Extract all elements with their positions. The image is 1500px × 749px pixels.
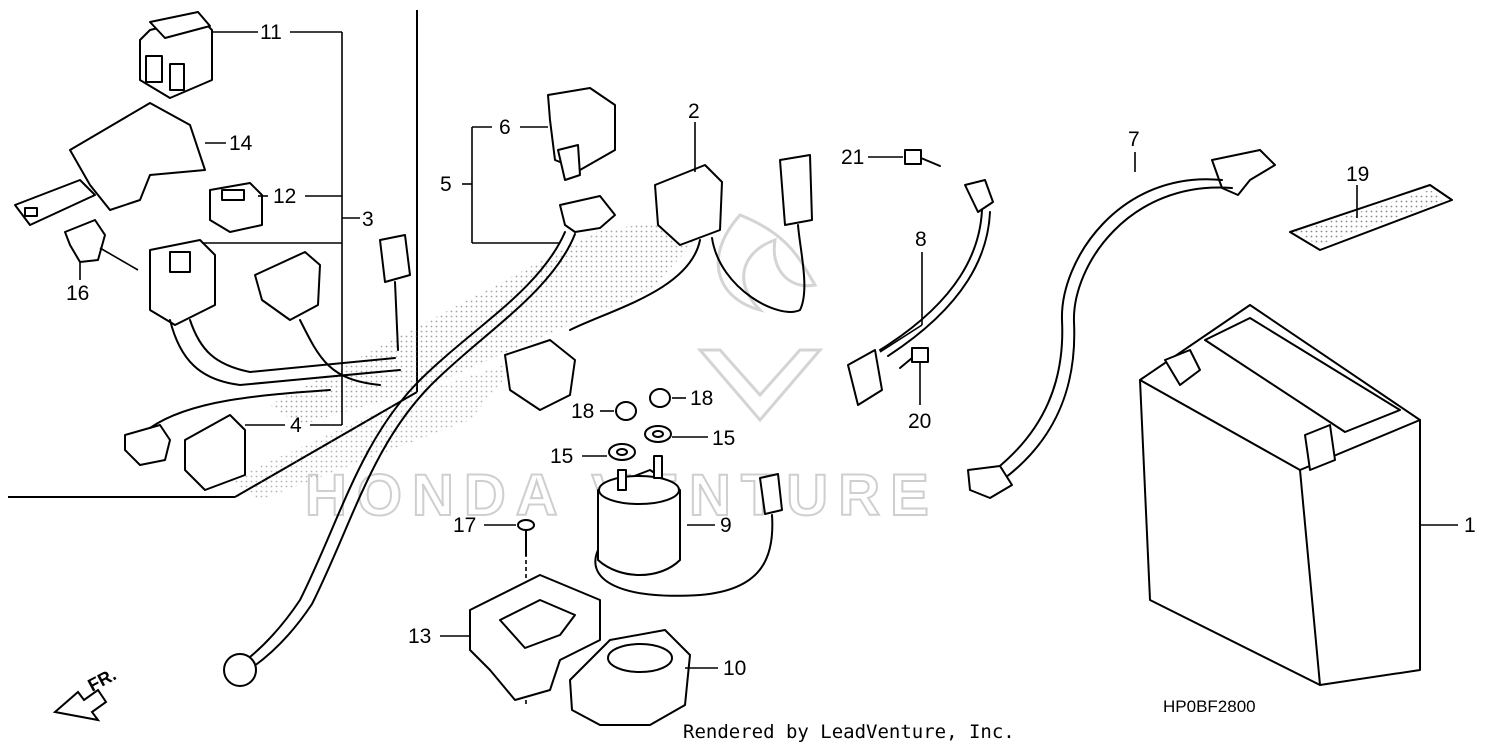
callout-13: 13 bbox=[408, 625, 431, 648]
callout-11: 11 bbox=[260, 21, 282, 44]
part-1-battery bbox=[1139, 304, 1421, 686]
callout-6: 6 bbox=[499, 116, 511, 139]
part-6-cover bbox=[547, 87, 616, 181]
front-label: FR. bbox=[84, 664, 119, 695]
callout-1: 1 bbox=[1464, 514, 1476, 537]
callout-12: 12 bbox=[273, 185, 296, 208]
watermark-logo bbox=[696, 213, 824, 423]
part-4-boot bbox=[184, 414, 246, 491]
callout-19: 19 bbox=[1346, 163, 1369, 186]
part-5-cable bbox=[223, 195, 616, 687]
callout-7: 7 bbox=[1128, 128, 1140, 151]
part-12-fuse bbox=[209, 182, 263, 233]
part-13-holder bbox=[469, 574, 601, 701]
callout-10: 10 bbox=[723, 657, 746, 680]
part-19-band bbox=[1289, 184, 1453, 251]
part-14-bracket bbox=[14, 102, 206, 226]
part-11-relay bbox=[139, 11, 213, 99]
part-20-bolt bbox=[899, 347, 929, 369]
front-direction-indicator: FR. bbox=[52, 664, 119, 722]
callouts: 1 2 3 4 5 6 7 8 9 10 11 12 13 14 15 15 1… bbox=[66, 21, 1476, 680]
callout-17: 17 bbox=[453, 514, 476, 537]
part-2-cable bbox=[504, 154, 813, 411]
callout-15-left: 15 bbox=[550, 445, 573, 468]
part-18-nuts bbox=[615, 388, 671, 421]
callout-15-right: 15 bbox=[712, 427, 735, 450]
callout-18-right: 18 bbox=[690, 387, 713, 410]
subharness bbox=[124, 234, 411, 466]
callout-5: 5 bbox=[440, 173, 452, 196]
callout-2: 2 bbox=[688, 100, 700, 123]
callout-20: 20 bbox=[908, 410, 931, 433]
callout-3: 3 bbox=[362, 208, 374, 231]
part-10-cover bbox=[569, 629, 691, 726]
callout-8: 8 bbox=[915, 228, 927, 251]
callout-18-left: 18 bbox=[571, 400, 594, 423]
part-9-starter-relay bbox=[594, 455, 783, 597]
callout-21: 21 bbox=[841, 146, 864, 169]
diagram-code: HP0BF2800 bbox=[1163, 697, 1256, 716]
callout-9: 9 bbox=[720, 514, 732, 537]
part-16-clip bbox=[64, 219, 106, 263]
part-7-cable bbox=[967, 149, 1276, 499]
callout-16: 16 bbox=[66, 282, 89, 305]
callout-14: 14 bbox=[229, 132, 253, 155]
leader-lines bbox=[79, 31, 1458, 669]
part-8-ground-cable bbox=[847, 179, 994, 406]
part-21-bolt bbox=[904, 149, 941, 167]
part-15-washers bbox=[608, 425, 672, 461]
credit-text: Rendered by LeadVenture, Inc. bbox=[683, 721, 1015, 743]
callout-4: 4 bbox=[290, 414, 302, 437]
